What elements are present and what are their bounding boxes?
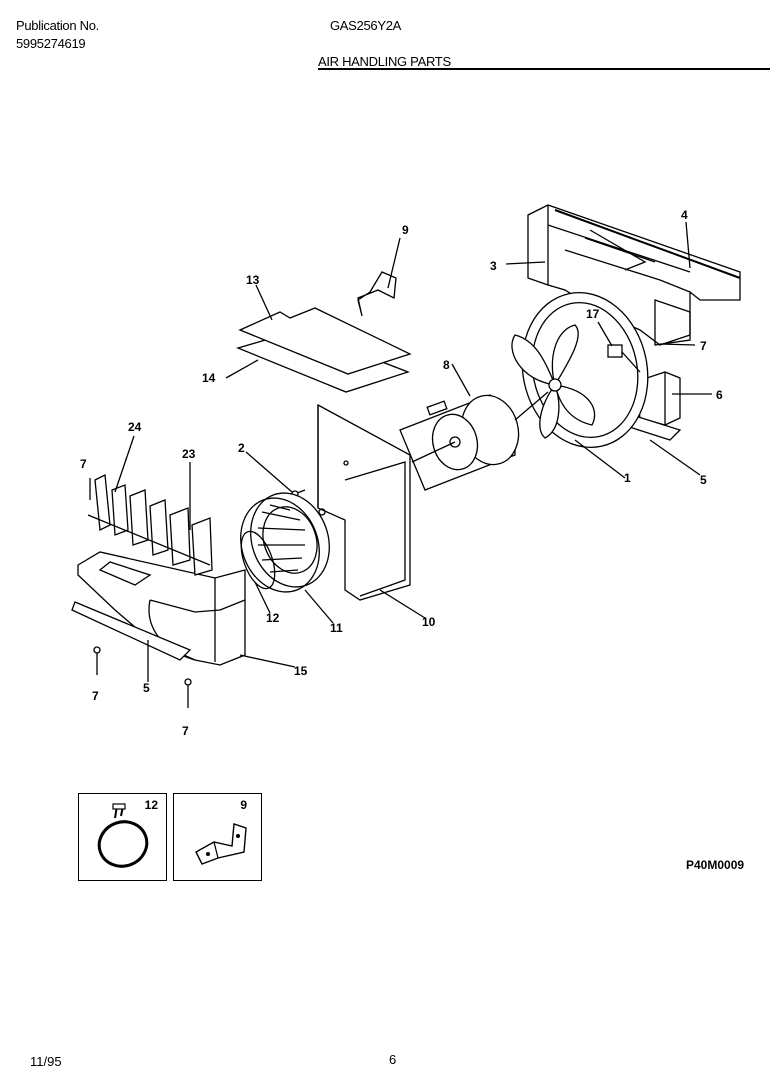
inset-box-bracket: 9: [173, 793, 262, 881]
blower-wheel: [240, 492, 330, 593]
callout-2: 2: [238, 441, 245, 455]
title-rule: [318, 68, 770, 70]
bracket-9: [357, 271, 397, 317]
callout-4: 4: [681, 208, 688, 222]
callout-3: 3: [490, 259, 497, 273]
callout-8: 8: [443, 358, 450, 372]
fan-motor: [399, 391, 549, 491]
callout-7d: 7: [182, 724, 189, 738]
callout-5b: 5: [143, 681, 150, 695]
leader-lines: [114, 221, 712, 682]
callout-11: 11: [330, 621, 343, 635]
inset-clamp-label: 12: [144, 798, 158, 812]
callout-7b: 7: [80, 457, 87, 471]
damper-assembly: [87, 473, 213, 576]
clamp-icon: [97, 803, 149, 868]
footer-page-number: 6: [389, 1052, 397, 1067]
callout-15: 15: [294, 664, 308, 678]
callout-6: 6: [716, 388, 723, 402]
inset-bracket-label: 9: [240, 798, 247, 812]
motor-mount-plate: [317, 403, 411, 601]
bracket-icon: [195, 823, 247, 865]
callout-24: 24: [128, 420, 142, 434]
footer-date: 11/95: [30, 1054, 62, 1069]
callout-9: 9: [402, 223, 409, 237]
blower-clamp: [240, 530, 276, 590]
blower-housing: [71, 551, 246, 666]
callout-10: 10: [422, 615, 436, 629]
drawing-code: P40M0009: [686, 858, 745, 872]
callout-13: 13: [246, 273, 260, 287]
publication-label: Publication No.: [16, 18, 99, 33]
inset-box-clamp: 12: [78, 793, 167, 881]
callout-12: 12: [266, 611, 280, 625]
callout-17: 17: [586, 307, 600, 321]
section-title: AIR HANDLING PARTS: [318, 54, 451, 69]
condenser-fan-blade: [511, 324, 596, 439]
callout-7a: 7: [700, 339, 707, 353]
callout-7c: 7: [92, 689, 99, 703]
fan-clip: [607, 344, 641, 373]
model-number: GAS256Y2A: [330, 18, 402, 33]
publication-number: 5995274619: [16, 36, 86, 51]
callout-5a: 5: [700, 473, 707, 487]
screws-7: [89, 478, 192, 708]
callout-14: 14: [202, 371, 216, 385]
insulation-sheets: [236, 307, 412, 393]
callout-23: 23: [182, 447, 196, 461]
shroud-housing: [527, 204, 741, 346]
callout-1: 1: [624, 471, 631, 485]
